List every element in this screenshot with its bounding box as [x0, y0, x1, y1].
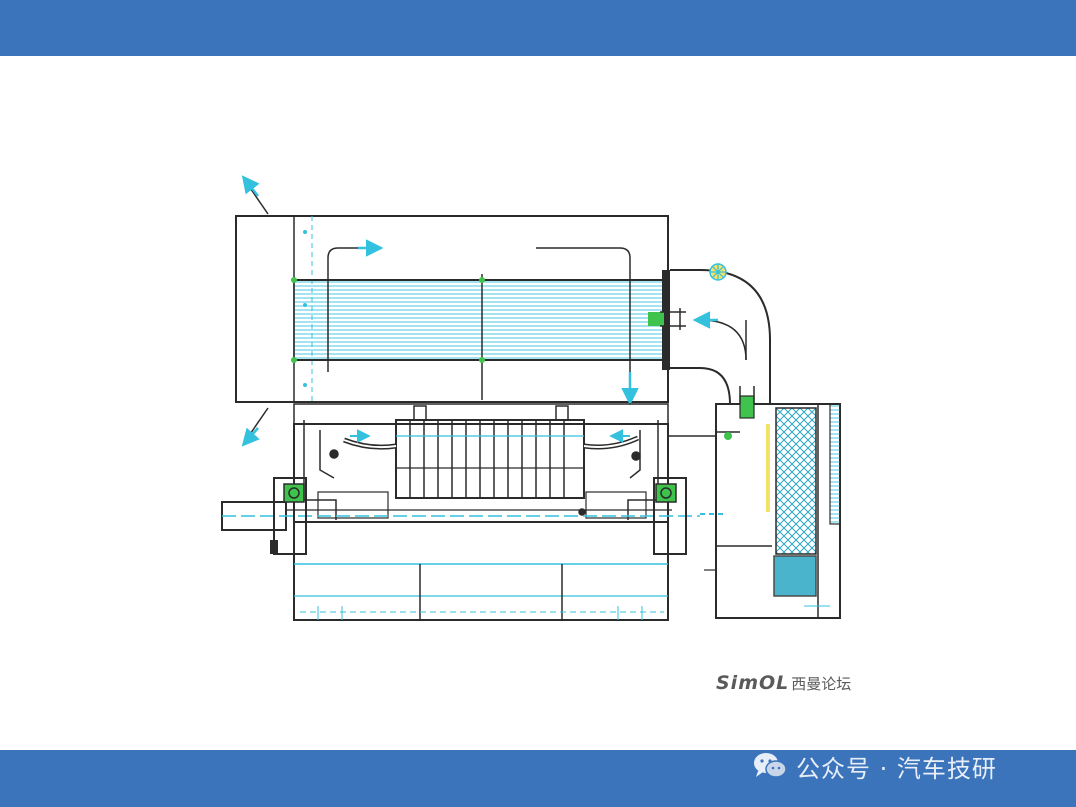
stator-core — [343, 405, 640, 499]
bottom-banner — [0, 750, 1076, 807]
wechat-watermark: 公众号 · 汽车技研 — [752, 750, 997, 783]
air-flow-arrows — [241, 175, 639, 447]
watermark-text: 公众号 · 汽车技研 — [796, 754, 997, 783]
logo-latin-text: SimOL — [716, 672, 790, 694]
shaft — [221, 501, 724, 531]
filter-unit — [668, 386, 841, 619]
bearing-left — [270, 477, 307, 555]
air-duct — [648, 269, 771, 405]
bearing-right — [653, 477, 687, 555]
logo-chinese-text: 西曼论坛 — [791, 674, 852, 693]
wechat-icon — [754, 753, 787, 778]
heat-exchanger-tubes — [291, 230, 670, 400]
motor-body — [293, 403, 669, 621]
fan-icon — [709, 263, 727, 281]
simol-logo: SimOL 西曼论坛 — [716, 671, 851, 695]
top-banner — [0, 0, 1076, 56]
